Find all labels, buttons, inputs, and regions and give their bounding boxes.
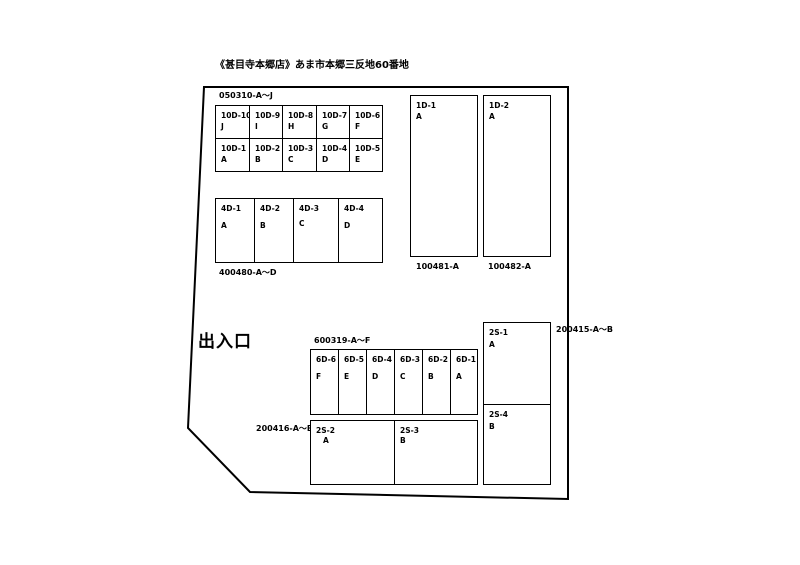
entrance-label: 出入口 xyxy=(198,332,252,352)
space-letter: F xyxy=(316,372,322,381)
group-label-2s-right: 200415-A〜B xyxy=(556,325,614,334)
space-letter: D xyxy=(322,155,329,164)
space-letter: A xyxy=(489,112,495,121)
space-6d-1[interactable]: 6D-1 A xyxy=(450,349,478,415)
space-10d-7[interactable]: 10D-7 G xyxy=(316,105,350,139)
group-label-1d-1: 100481-A xyxy=(416,262,459,271)
group-label-6d: 600319-A〜F xyxy=(314,336,371,345)
space-10d-10[interactable]: 10D-10 J xyxy=(215,105,252,139)
space-10d-8[interactable]: 10D-8 H xyxy=(282,105,317,139)
space-id: 2S-4 xyxy=(489,410,508,419)
space-letter: C xyxy=(400,372,406,381)
space-id: 6D-4 xyxy=(372,355,392,364)
group-label-1d-2: 100482-A xyxy=(488,262,531,271)
space-6d-5[interactable]: 6D-5 E xyxy=(338,349,367,415)
space-id: 1D-2 xyxy=(489,101,509,110)
space-id: 10D-8 xyxy=(288,111,314,120)
space-letter: A xyxy=(416,112,422,121)
space-id: 10D-9 xyxy=(255,111,281,120)
space-letter: A xyxy=(221,155,227,164)
space-id: 6D-2 xyxy=(428,355,448,364)
space-id: 10D-7 xyxy=(322,111,348,120)
space-10d-4[interactable]: 10D-4 D xyxy=(316,138,350,172)
space-id: 2S-1 xyxy=(489,328,508,337)
group-label-2s-bottom: 200416-A〜B xyxy=(256,424,314,433)
space-letter: E xyxy=(344,372,350,381)
space-letter: I xyxy=(255,122,258,131)
space-1d-2[interactable]: 1D-2 A xyxy=(483,95,551,257)
space-letter: B xyxy=(400,436,406,445)
space-letter: E xyxy=(355,155,361,164)
space-letter: H xyxy=(288,122,295,131)
space-id: 6D-3 xyxy=(400,355,420,364)
space-10d-5[interactable]: 10D-5 E xyxy=(349,138,383,172)
space-6d-6[interactable]: 6D-6 F xyxy=(310,349,339,415)
space-1d-1[interactable]: 1D-1 A xyxy=(410,95,478,257)
space-6d-4[interactable]: 6D-4 D xyxy=(366,349,395,415)
space-id: 6D-6 xyxy=(316,355,336,364)
space-letter: D xyxy=(372,372,379,381)
space-id: 2S-3 xyxy=(400,426,419,435)
group-label-4d: 400480-A〜D xyxy=(219,268,277,277)
space-id: 6D-1 xyxy=(456,355,476,364)
space-id: 4D-3 xyxy=(299,204,319,213)
space-letter: C xyxy=(288,155,294,164)
space-2s-2[interactable]: 2S-2 A xyxy=(310,420,395,485)
space-id: 1D-1 xyxy=(416,101,436,110)
space-4d-1[interactable]: 4D-1 A xyxy=(215,198,255,263)
space-letter: B xyxy=(255,155,261,164)
space-2s-1[interactable]: 2S-1 A xyxy=(483,322,551,405)
space-id: 10D-6 xyxy=(355,111,381,120)
space-6d-3[interactable]: 6D-3 C xyxy=(394,349,423,415)
space-2s-3[interactable]: 2S-3 B xyxy=(394,420,478,485)
space-4d-4[interactable]: 4D-4 D xyxy=(338,198,383,263)
space-6d-2[interactable]: 6D-2 B xyxy=(422,349,451,415)
space-id: 4D-2 xyxy=(260,204,280,213)
space-letter: D xyxy=(344,221,351,230)
space-10d-6[interactable]: 10D-6 F xyxy=(349,105,383,139)
space-10d-2[interactable]: 10D-2 B xyxy=(249,138,283,172)
space-id: 10D-3 xyxy=(288,144,314,153)
space-letter: B xyxy=(260,221,266,230)
space-10d-9[interactable]: 10D-9 I xyxy=(249,105,283,139)
space-letter: B xyxy=(489,422,495,431)
space-10d-1[interactable]: 10D-1 A xyxy=(215,138,250,172)
space-id: 10D-4 xyxy=(322,144,348,153)
space-letter: A xyxy=(323,436,329,445)
space-10d-3[interactable]: 10D-3 C xyxy=(282,138,317,172)
space-id: 10D-5 xyxy=(355,144,381,153)
space-id: 10D-2 xyxy=(255,144,281,153)
space-id: 10D-10 xyxy=(221,111,252,120)
space-letter: F xyxy=(355,122,361,131)
space-letter: J xyxy=(221,122,224,131)
group-label-10d: 050310-A〜J xyxy=(219,91,273,100)
page-title: 《甚目寺本郷店》あま市本郷三反地60番地 xyxy=(215,60,409,71)
space-id: 4D-1 xyxy=(221,204,241,213)
space-id: 6D-5 xyxy=(344,355,364,364)
space-4d-3[interactable]: 4D-3 C xyxy=(293,198,339,263)
space-letter: B xyxy=(428,372,434,381)
space-letter: A xyxy=(221,221,227,230)
space-4d-2[interactable]: 4D-2 B xyxy=(254,198,294,263)
space-2s-4[interactable]: 2S-4 B xyxy=(483,404,551,485)
space-id: 2S-2 xyxy=(316,426,335,435)
space-letter: A xyxy=(456,372,462,381)
space-id: 4D-4 xyxy=(344,204,364,213)
space-letter: G xyxy=(322,122,329,131)
space-id: 10D-1 xyxy=(221,144,247,153)
space-letter: A xyxy=(489,340,495,349)
space-letter: C xyxy=(299,219,305,228)
